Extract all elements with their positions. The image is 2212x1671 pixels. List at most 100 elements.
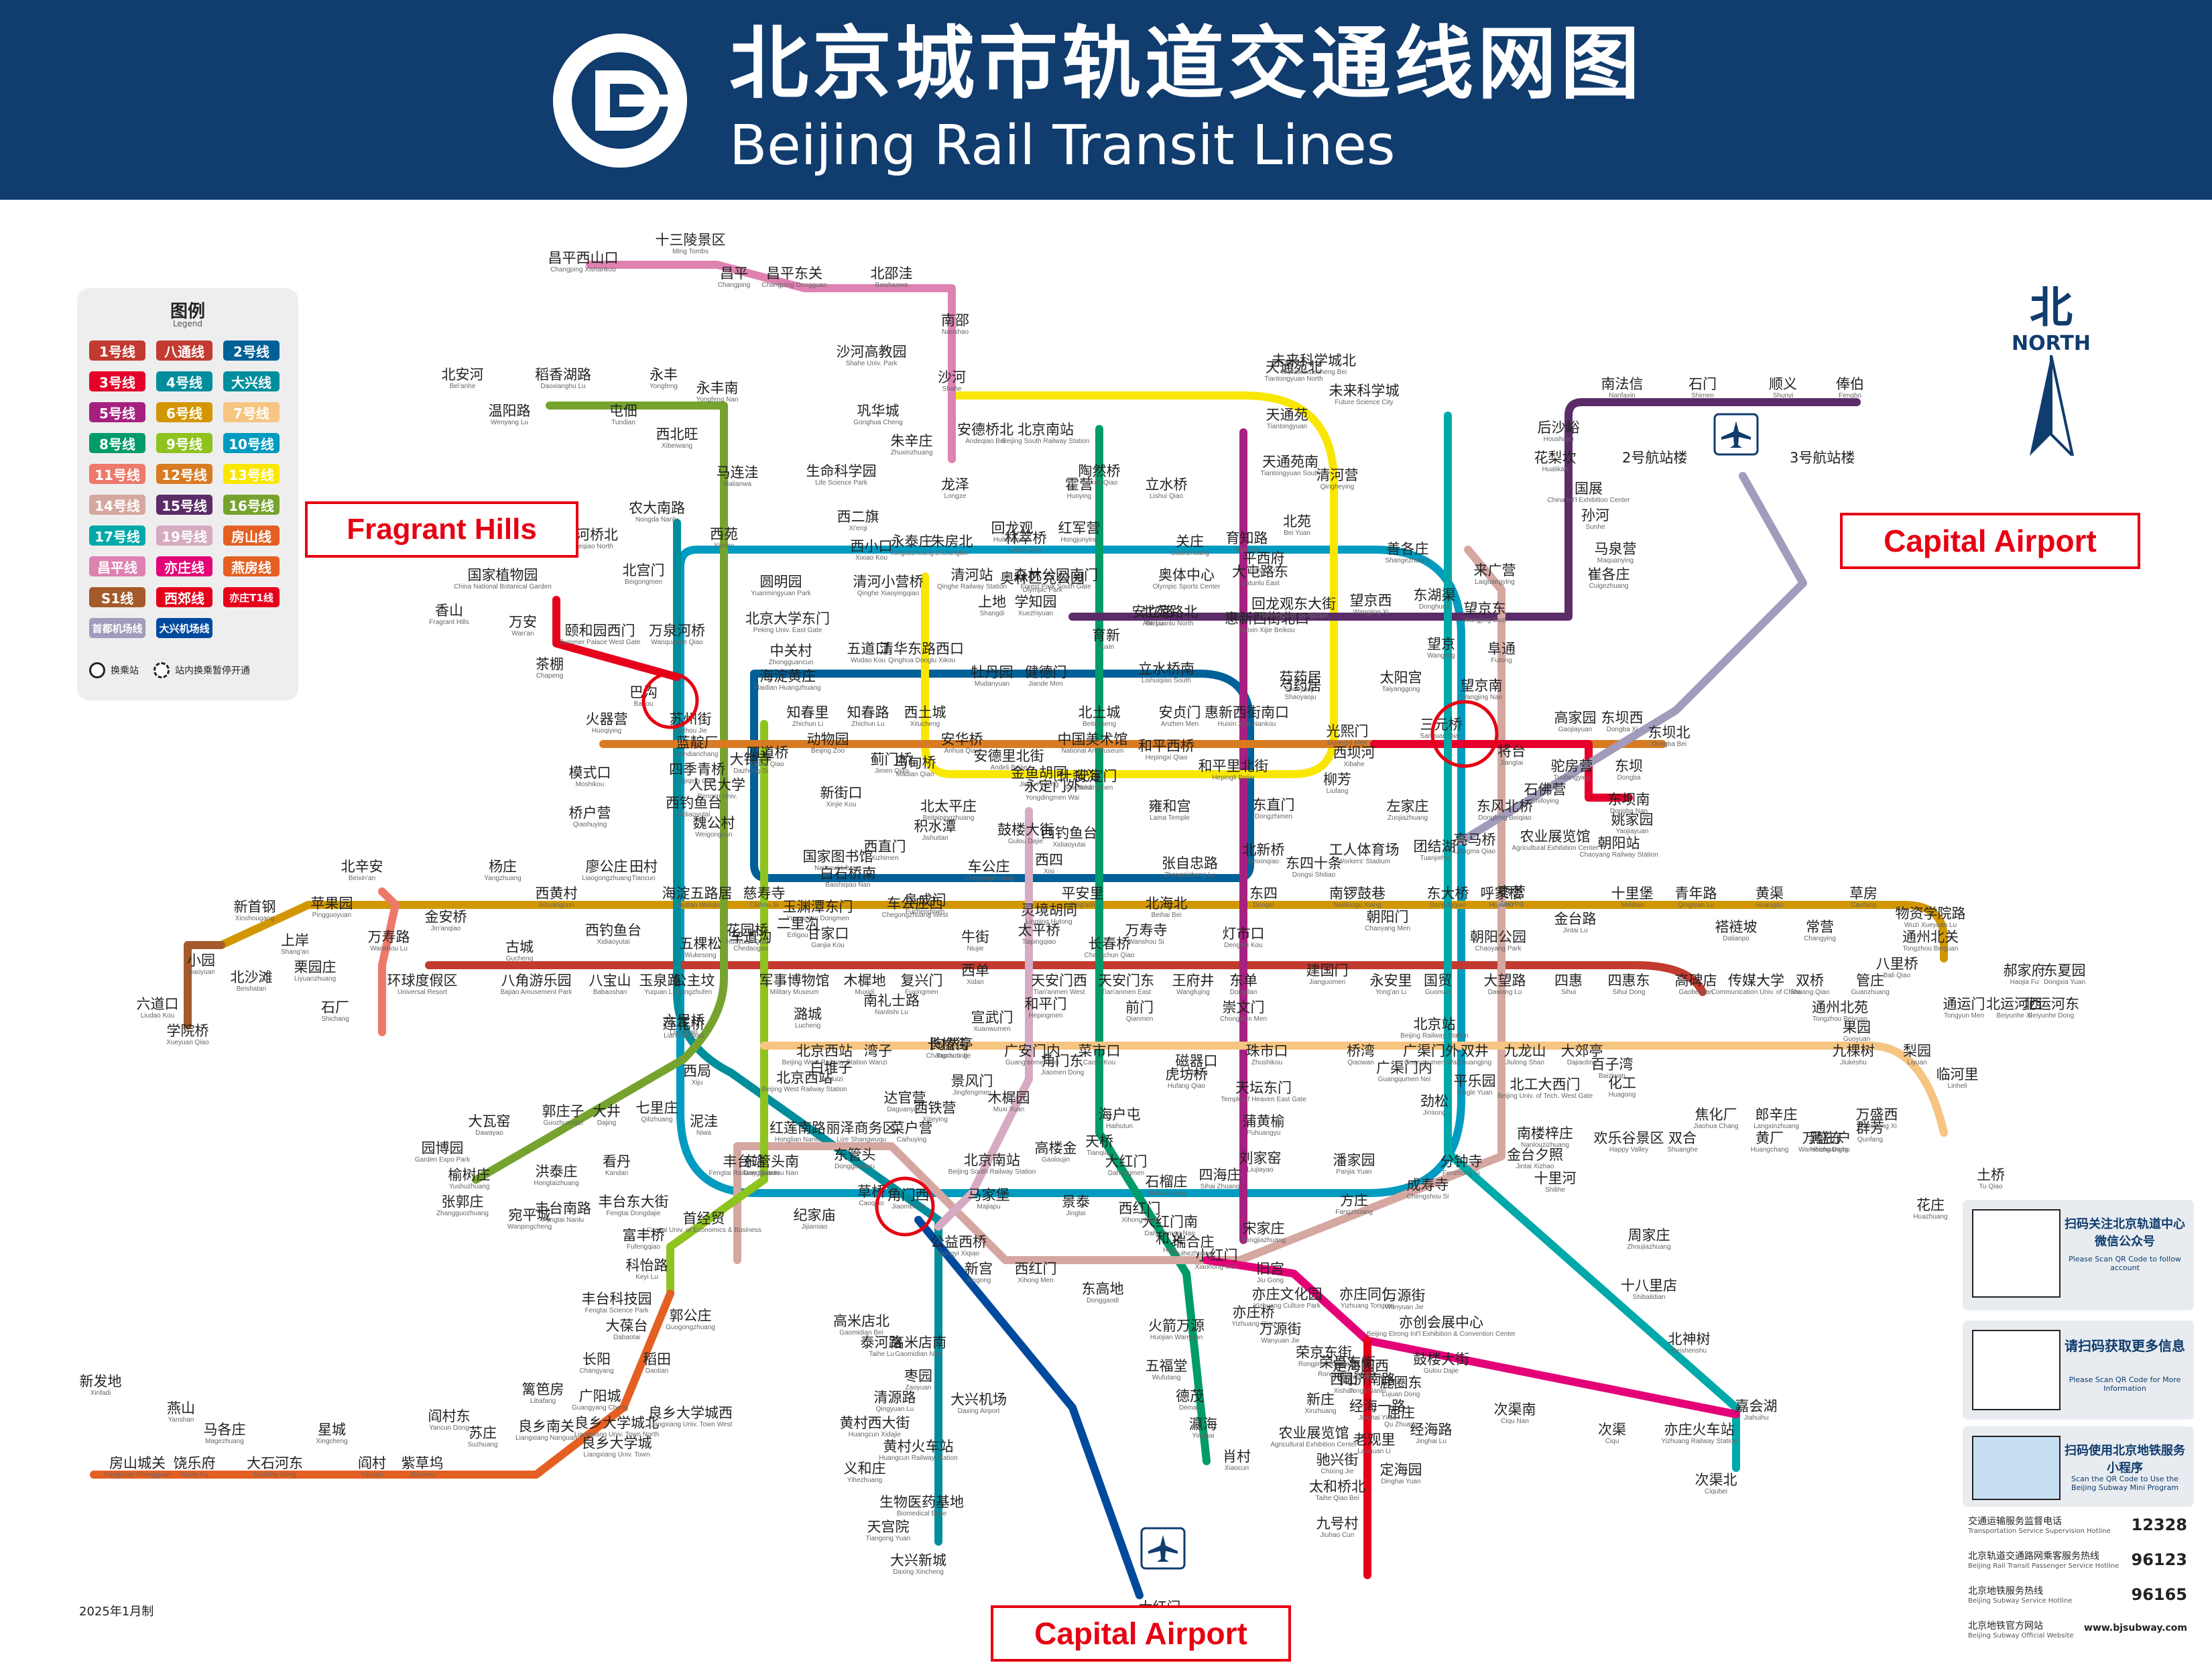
station-name-cn: 次渠 [1598,1422,1626,1438]
station-name-en: Taoran Qiao [1081,479,1118,487]
station-name-en: Liangxiang Univ. Town North [574,1431,659,1438]
station-name-cn: 生物医药基地 [879,1494,964,1510]
station-name-cn: 农业展览馆 [1279,1425,1349,1441]
station-name-cn: 北新桥 [1243,842,1285,858]
station-name-cn: 阜通 [1487,641,1516,657]
station-name-cn: 长椿街 [928,1036,970,1052]
legend-line-badge: 8号线 [89,433,145,453]
station-name-en: Wansheng Xi [1857,1123,1896,1130]
station-name-cn: 枣园 [904,1368,932,1384]
qr-code-icon [1972,1209,2061,1298]
station-name-cn: 宋家庄 [1243,1221,1285,1237]
station-name-cn: 火箭万源 [1148,1318,1205,1334]
station-name-cn: 万泉河桥 [649,623,705,639]
station-name-cn: 东四十条 [1286,855,1342,871]
station-name-en: Tianqiao [1087,1150,1112,1157]
suspended-transfer-label: 站内换乘暂停开通 [175,666,250,676]
station-name-en: Guogongzhuang [666,1324,715,1331]
station-name-cn: 纪家庙 [794,1207,836,1223]
station-name-cn: 清河小营桥 [853,574,924,590]
station-name-en: Dajing [597,1119,616,1127]
station-name-en: Huilongguan Dongdajie [1259,612,1329,619]
station-name-en: Xi'erqi [849,525,867,532]
station-name-en: Garden Expo Park [415,1156,471,1164]
station-name-en: Liyuanzhuang [294,975,336,983]
station-name-en: Pingle Yuan [1457,1089,1492,1097]
station-name-cn: 国贸 [1424,973,1452,989]
station-name-cn: 安贞门 [1159,704,1201,721]
station-name-en: Wan'an [511,630,534,637]
station-name-en: Gaomidian Nan [895,1351,941,1358]
station-name-cn: 学知园 [1015,594,1057,610]
station-name-en: Lishuiqiao South [1142,677,1191,684]
station-name-cn: 长阳 [582,1351,611,1367]
station-name-en: Dongxia Yuan [2044,979,2085,986]
station-name-cn: 清河站 [951,567,993,583]
station-name-en: Hepingxi Qiao [1146,754,1188,761]
station-name-cn: 大郊亭 [1561,1043,1603,1059]
station-name-cn: 未来科学城 [1329,383,1400,399]
station-name-en: Magezhuang [205,1438,244,1445]
station-name-cn: 石厂 [321,999,349,1015]
station-name-cn: 将台 [1497,743,1526,759]
station-name-cn: 广阳城 [579,1388,621,1404]
line-fangshan-path [90,1290,674,1479]
station-name-en: Wangjing [1427,652,1455,660]
station-name-en: Fenzhong Si [1442,1170,1480,1177]
station-name-cn: 古城 [505,939,534,955]
station-name-en: Ruihezhuang [1174,1250,1213,1257]
station-name-en: Xiaocun [1225,1465,1249,1472]
station-name-cn: 公益西桥 [930,1234,987,1250]
transfer-station-label: 换乘站 [111,666,139,676]
station-name-cn: 饶乐府 [174,1455,216,1471]
station-name-cn: 姚家园 [1611,812,1654,828]
station-name-cn: 来广营 [1474,562,1516,578]
line-4-path [673,519,942,1546]
terminal-2-label: 2号航站楼 [1622,450,1687,466]
station-name-en: Wanzi [869,1059,887,1066]
station-name-en: Qiaowan [1347,1059,1373,1066]
station-name-en: Beijing Univ. of Tech. West Gate [1497,1093,1593,1100]
station-name-en: Agricultural Exhibition Center [1271,1441,1358,1448]
station-name-cn: 张郭庄 [442,1194,484,1210]
legend-line-badge: 11号线 [89,464,145,484]
station-name-en: Shangezhuang [1385,557,1430,564]
station-name-cn: 东风北桥 [1477,798,1533,814]
station-name-cn: 次渠北 [1695,1472,1737,1488]
legend-line-badge: 房山线 [223,525,280,546]
station-name-en: Fengtai Railway Station [709,1170,779,1177]
station-name-en: Jiuhao Cun [1320,1532,1355,1539]
station-name-cn: 菜户营 [891,1120,933,1136]
station-name-cn: 育新 [1092,627,1120,643]
station-name-en: Huagong [1609,1091,1636,1099]
station-name-cn: 顺义 [1769,376,1797,392]
station-name-en: Shimen [1691,392,1714,399]
station-name-cn: 王府井 [1172,973,1215,989]
station-name-en: Future Science City [1335,399,1393,406]
station-name-cn: 什刹海 [1058,768,1101,784]
station-name-en: Sijiqing Qiao [678,778,717,785]
station-name-en: Laiguangying [1475,578,1515,586]
